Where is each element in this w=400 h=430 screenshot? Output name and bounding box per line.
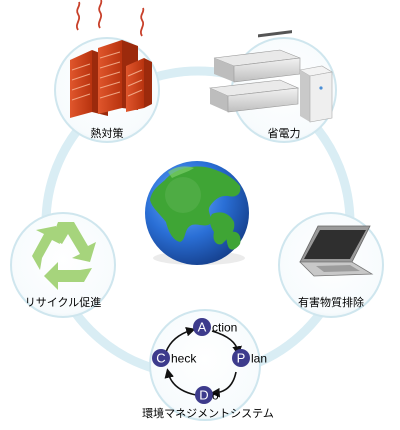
factory-building-icon [70,0,152,118]
node-circle-recycle [10,212,116,318]
label-recycle: リサイクル促進 [24,296,102,309]
globe-icon [145,161,249,265]
pdca-letter-a: A [198,320,207,335]
pdca-node-p [232,349,250,367]
pdca-word-check: heck [171,352,197,366]
label-power: 省電力 [267,127,301,140]
pdca-word-do: o [212,389,219,403]
pdca-letter-c: C [156,351,165,366]
laptop-icon [299,225,374,277]
pdca-letter-p: P [237,351,246,366]
pdca-node-a [193,318,211,336]
pdca-letter-d: D [199,388,208,403]
recycle-icon [32,222,96,290]
pdca-node-d [195,386,213,404]
pdca-cycle-icon: A ction P lan D o C heck [152,318,267,404]
pdca-word-plan: lan [251,352,267,366]
pdca-word-action: ction [212,321,237,335]
pdca-node-c [152,349,170,367]
label-hazard: 有害物質排除 [298,296,364,309]
label-heat: 熱対策 [90,127,124,140]
server-icon [208,30,333,123]
label-ems: 環境マネジメントシステム [142,407,274,420]
